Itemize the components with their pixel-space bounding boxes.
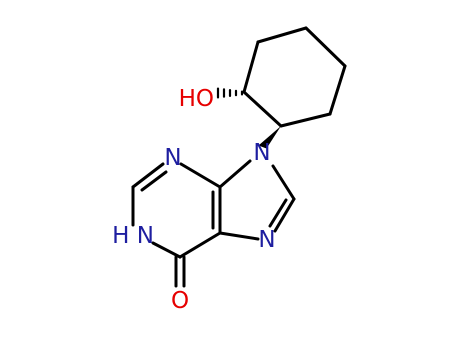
carbonyl-oxygen-label: O [171, 288, 189, 314]
n7-label: N [258, 227, 275, 253]
bond-c2-n3-inner [140, 170, 168, 192]
n9-label: N [253, 140, 270, 166]
bond-n3-c4 [179, 162, 222, 189]
bond-c5-c6 [279, 112, 332, 128]
bond-c5-c6 [178, 231, 222, 259]
bond-c6-c1 [242, 90, 283, 128]
cyclohexane-ring [242, 26, 347, 128]
purine-core [131, 159, 296, 288]
bond-c1-c2 [242, 40, 260, 94]
bond-c2-n3 [131, 162, 165, 189]
bond-n9-c8 [271, 164, 296, 201]
bond-c4-n9 [218, 159, 252, 189]
bond-n7-c5 [218, 231, 260, 241]
bond-c8-n7-inner [268, 198, 288, 228]
n3-label: N [164, 145, 181, 171]
bold-wedge-bond-n9 [258, 126, 281, 149]
bond-c4-c5 [328, 64, 347, 116]
n1h-label: H N [112, 223, 154, 249]
bond-c2-c3 [256, 26, 308, 44]
bond-c8-n7 [273, 197, 296, 233]
bond-c3-c4 [304, 26, 347, 68]
hashed-wedge-bond-oh [216, 87, 244, 99]
bond-c6-n1 [151, 241, 182, 259]
hydroxyl-label: HO [179, 86, 214, 112]
